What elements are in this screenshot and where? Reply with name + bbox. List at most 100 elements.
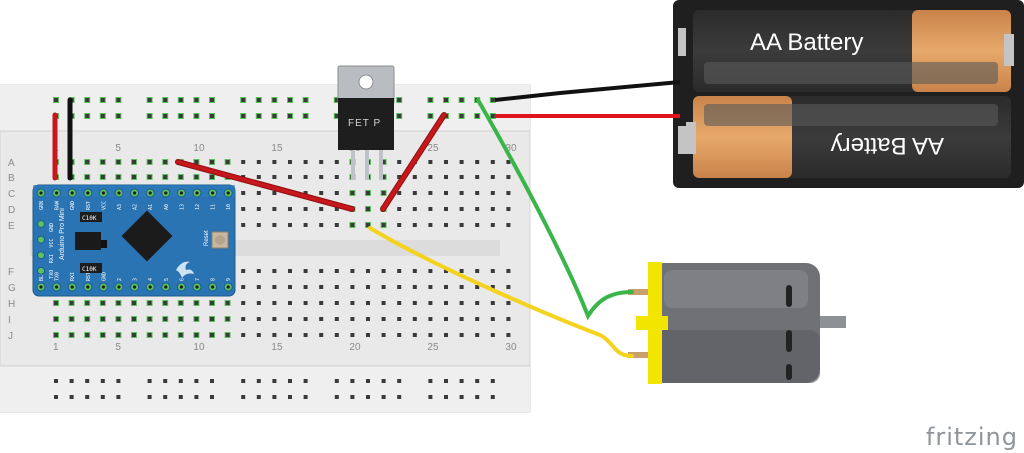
- breadboard-hole[interactable]: [428, 301, 433, 305]
- breadboard-hole[interactable]: [475, 333, 480, 337]
- breadboard-hole[interactable]: [459, 223, 464, 227]
- rail-hole[interactable]: [444, 395, 448, 399]
- breadboard-hole[interactable]: [163, 333, 168, 337]
- breadboard-hole[interactable]: [334, 207, 339, 211]
- breadboard-hole[interactable]: [163, 160, 168, 164]
- breadboard-hole[interactable]: [194, 160, 199, 164]
- breadboard-hole[interactable]: [459, 207, 464, 211]
- rail-hole[interactable]: [428, 114, 433, 118]
- rail-hole[interactable]: [100, 379, 105, 383]
- breadboard-hole[interactable]: [319, 333, 324, 337]
- breadboard-hole[interactable]: [412, 285, 417, 289]
- breadboard-hole[interactable]: [506, 160, 511, 164]
- breadboard-hole[interactable]: [303, 207, 308, 211]
- breadboard-hole[interactable]: [132, 333, 136, 337]
- breadboard-hole[interactable]: [490, 301, 495, 305]
- breadboard-hole[interactable]: [288, 207, 292, 211]
- breadboard-hole[interactable]: [397, 160, 402, 164]
- breadboard-hole[interactable]: [147, 333, 152, 337]
- rail-hole[interactable]: [288, 114, 292, 118]
- breadboard-hole[interactable]: [412, 207, 417, 211]
- breadboard-hole[interactable]: [381, 175, 386, 179]
- breadboard-hole[interactable]: [116, 301, 121, 305]
- breadboard-hole[interactable]: [412, 317, 417, 321]
- rail-hole[interactable]: [397, 395, 402, 399]
- breadboard-hole[interactable]: [444, 160, 448, 164]
- rail-hole[interactable]: [100, 395, 105, 399]
- breadboard-hole[interactable]: [490, 191, 495, 195]
- breadboard-hole[interactable]: [366, 223, 370, 227]
- arduino-side-pin[interactable]: [37, 266, 45, 275]
- breadboard-hole[interactable]: [350, 223, 355, 227]
- breadboard-hole[interactable]: [366, 333, 370, 337]
- breadboard-hole[interactable]: [256, 285, 261, 289]
- rail-hole[interactable]: [85, 395, 90, 399]
- wire-green-motor[interactable]: [476, 98, 634, 321]
- breadboard-hole[interactable]: [241, 317, 246, 321]
- breadboard-hole[interactable]: [490, 269, 495, 273]
- breadboard-hole[interactable]: [256, 160, 261, 164]
- rail-hole[interactable]: [334, 114, 339, 118]
- breadboard-hole[interactable]: [241, 301, 246, 305]
- rail-hole[interactable]: [210, 114, 214, 118]
- breadboard-hole[interactable]: [288, 223, 292, 227]
- rail-hole[interactable]: [147, 114, 152, 118]
- breadboard-hole[interactable]: [69, 317, 74, 321]
- rail-hole[interactable]: [210, 379, 214, 383]
- rail-hole[interactable]: [303, 98, 308, 102]
- breadboard-hole[interactable]: [350, 333, 355, 337]
- breadboard-hole[interactable]: [163, 317, 168, 321]
- breadboard-hole[interactable]: [132, 301, 136, 305]
- rail-hole[interactable]: [334, 379, 339, 383]
- breadboard-hole[interactable]: [225, 160, 230, 164]
- breadboard-hole[interactable]: [100, 175, 105, 179]
- breadboard-hole[interactable]: [256, 301, 261, 305]
- rail-hole[interactable]: [100, 114, 105, 118]
- breadboard-hole[interactable]: [303, 317, 308, 321]
- breadboard-hole[interactable]: [350, 301, 355, 305]
- rail-hole[interactable]: [366, 379, 370, 383]
- rail-hole[interactable]: [54, 379, 58, 383]
- rail-hole[interactable]: [210, 98, 214, 102]
- breadboard-hole[interactable]: [412, 175, 417, 179]
- breadboard-hole[interactable]: [303, 285, 308, 289]
- breadboard-hole[interactable]: [381, 269, 386, 273]
- breadboard-hole[interactable]: [428, 285, 433, 289]
- breadboard-hole[interactable]: [147, 160, 152, 164]
- breadboard-hole[interactable]: [178, 317, 183, 321]
- rail-hole[interactable]: [85, 379, 90, 383]
- breadboard-hole[interactable]: [444, 191, 448, 195]
- rail-hole[interactable]: [256, 395, 261, 399]
- breadboard-hole[interactable]: [475, 175, 480, 179]
- breadboard-hole[interactable]: [272, 301, 277, 305]
- breadboard-hole[interactable]: [366, 191, 370, 195]
- rail-hole[interactable]: [178, 379, 183, 383]
- breadboard-hole[interactable]: [194, 175, 199, 179]
- rail-hole[interactable]: [116, 114, 121, 118]
- breadboard-hole[interactable]: [490, 207, 495, 211]
- breadboard-hole[interactable]: [475, 223, 480, 227]
- breadboard-hole[interactable]: [241, 333, 246, 337]
- breadboard-hole[interactable]: [366, 317, 370, 321]
- breadboard-hole[interactable]: [444, 301, 448, 305]
- arduino-side-pin[interactable]: [37, 235, 45, 244]
- breadboard-hole[interactable]: [350, 269, 355, 273]
- breadboard-hole[interactable]: [116, 160, 121, 164]
- breadboard-hole[interactable]: [459, 269, 464, 273]
- breadboard-hole[interactable]: [475, 285, 480, 289]
- breadboard-hole[interactable]: [319, 160, 324, 164]
- rail-hole[interactable]: [475, 114, 480, 118]
- breadboard-hole[interactable]: [459, 317, 464, 321]
- breadboard-hole[interactable]: [241, 160, 246, 164]
- breadboard-hole[interactable]: [444, 175, 448, 179]
- breadboard-hole[interactable]: [241, 223, 246, 227]
- breadboard-hole[interactable]: [412, 223, 417, 227]
- breadboard-hole[interactable]: [100, 317, 105, 321]
- breadboard-hole[interactable]: [444, 207, 448, 211]
- rail-hole[interactable]: [69, 379, 74, 383]
- breadboard-hole[interactable]: [490, 160, 495, 164]
- breadboard-hole[interactable]: [334, 160, 339, 164]
- breadboard-hole[interactable]: [459, 191, 464, 195]
- breadboard-hole[interactable]: [132, 317, 136, 321]
